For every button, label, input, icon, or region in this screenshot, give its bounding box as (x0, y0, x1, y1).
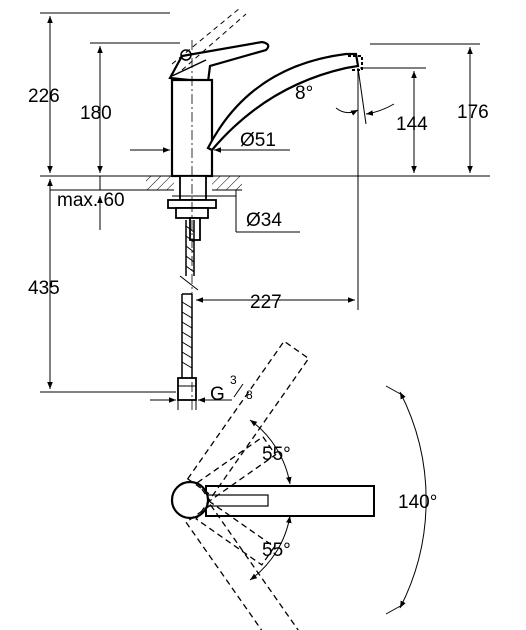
dimension-lines (40, 12, 480, 410)
arc-swivel-left (249, 419, 292, 485)
label-swivel-total: 140° (398, 492, 437, 513)
countertop-section (40, 175, 490, 191)
arc-swivel-total (399, 391, 427, 609)
hose (177, 220, 199, 401)
top-view-labels: 55° 55° 140° (262, 444, 437, 561)
label-max-countertop: max. 60 (57, 190, 125, 211)
label-spout-clearance: 144 (396, 114, 428, 135)
label-total-height: 226 (28, 86, 60, 107)
svg-text:8: 8 (246, 388, 253, 402)
label-thread: G 3 8 (210, 373, 253, 405)
top-body (170, 480, 210, 520)
label-swivel-left: 55° (262, 444, 291, 465)
spout (206, 52, 360, 152)
swivel-left-ghost (186, 340, 310, 502)
arc-swivel-right (249, 515, 292, 581)
lever-extension-lines (171, 7, 247, 71)
label-body-diameter: Ø51 (240, 130, 276, 151)
svg-text:3: 3 (230, 373, 237, 387)
top-view (170, 340, 427, 630)
side-view-labels: 226 180 176 144 8° Ø51 max. 60 Ø34 435 2… (28, 83, 489, 405)
fixing-assembly (167, 175, 217, 241)
label-hole-diameter: Ø34 (246, 210, 282, 231)
lever (168, 40, 270, 84)
top-spout (205, 485, 375, 517)
aerator (348, 55, 363, 71)
label-spout-height: 176 (457, 102, 489, 123)
label-spout-reach: 227 (250, 292, 282, 313)
side-view (40, 7, 490, 410)
label-hose-length: 435 (28, 278, 60, 299)
label-swivel-right: 55° (262, 540, 291, 561)
svg-text:G: G (210, 384, 225, 405)
label-spout-angle: 8° (295, 83, 313, 104)
label-lever-height: 180 (80, 103, 112, 124)
